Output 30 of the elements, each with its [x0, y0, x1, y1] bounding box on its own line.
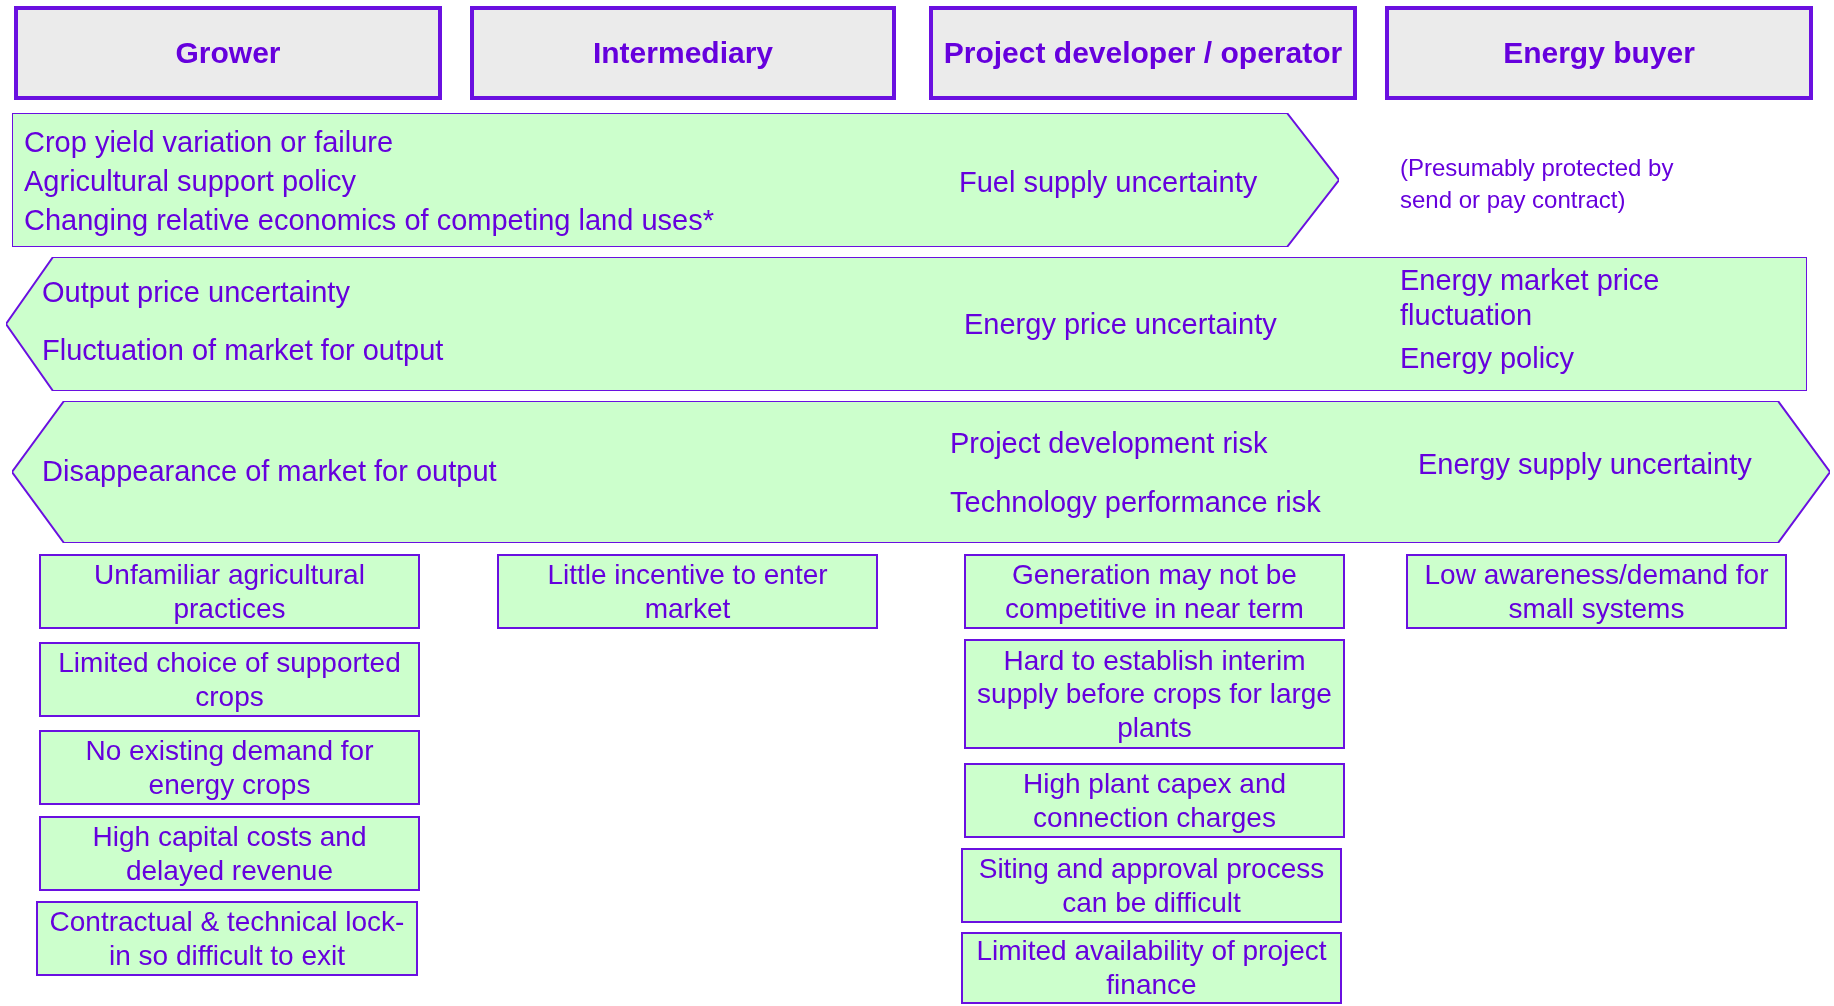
- risk-box: Contractual & technical lock-in so difficult to exit: [36, 901, 418, 976]
- risk-box: Low awareness/demand for small systems: [1406, 554, 1787, 629]
- risk-box: Unfamiliar agricultural practices: [39, 554, 420, 629]
- risk-box: Limited availability of project finance: [961, 932, 1342, 1004]
- risk-box: Siting and approval process can be difficult: [961, 848, 1342, 923]
- risk-box: Hard to establish interim supply before crops for large plants: [964, 639, 1345, 749]
- risk-text: Technology performance risk: [950, 485, 1321, 520]
- risk-box: High capital costs and delayed revenue: [39, 816, 420, 891]
- risk-text: Project development risk: [950, 426, 1268, 461]
- risk-text: Crop yield variation or failure: [24, 125, 394, 160]
- risk-text: Energy supply uncertainty: [1418, 447, 1752, 482]
- risk-text: Disappearance of market for output: [42, 454, 497, 489]
- risk-box: Little incentive to enter market: [497, 554, 878, 629]
- risk-text: Energy market price fluctuation: [1400, 263, 1661, 333]
- risk-text: Fluctuation of market for output: [42, 333, 444, 368]
- column-header: Grower: [14, 6, 442, 100]
- risk-text: Agricultural support policy: [24, 164, 357, 199]
- risk-box: No existing demand for energy crops: [39, 730, 420, 805]
- risk-text: Output price uncertainty: [42, 275, 350, 310]
- risk-box: Limited choice of supported crops: [39, 642, 420, 717]
- column-header: Intermediary: [470, 6, 896, 100]
- risk-box: High plant capex and connection charges: [964, 763, 1345, 838]
- column-header: Project developer / operator: [929, 6, 1357, 100]
- note-text: (Presumably protected by send or pay contract): [1400, 153, 1675, 216]
- risk-text: Fuel supply uncertainty: [959, 165, 1258, 200]
- risk-text: Energy price uncertainty: [964, 307, 1277, 342]
- risk-box: Generation may not be competitive in near term: [964, 554, 1345, 629]
- column-header: Energy buyer: [1385, 6, 1813, 100]
- risk-text: Energy policy: [1400, 341, 1575, 376]
- risk-text: Changing relative economics of competing land uses*: [24, 203, 714, 238]
